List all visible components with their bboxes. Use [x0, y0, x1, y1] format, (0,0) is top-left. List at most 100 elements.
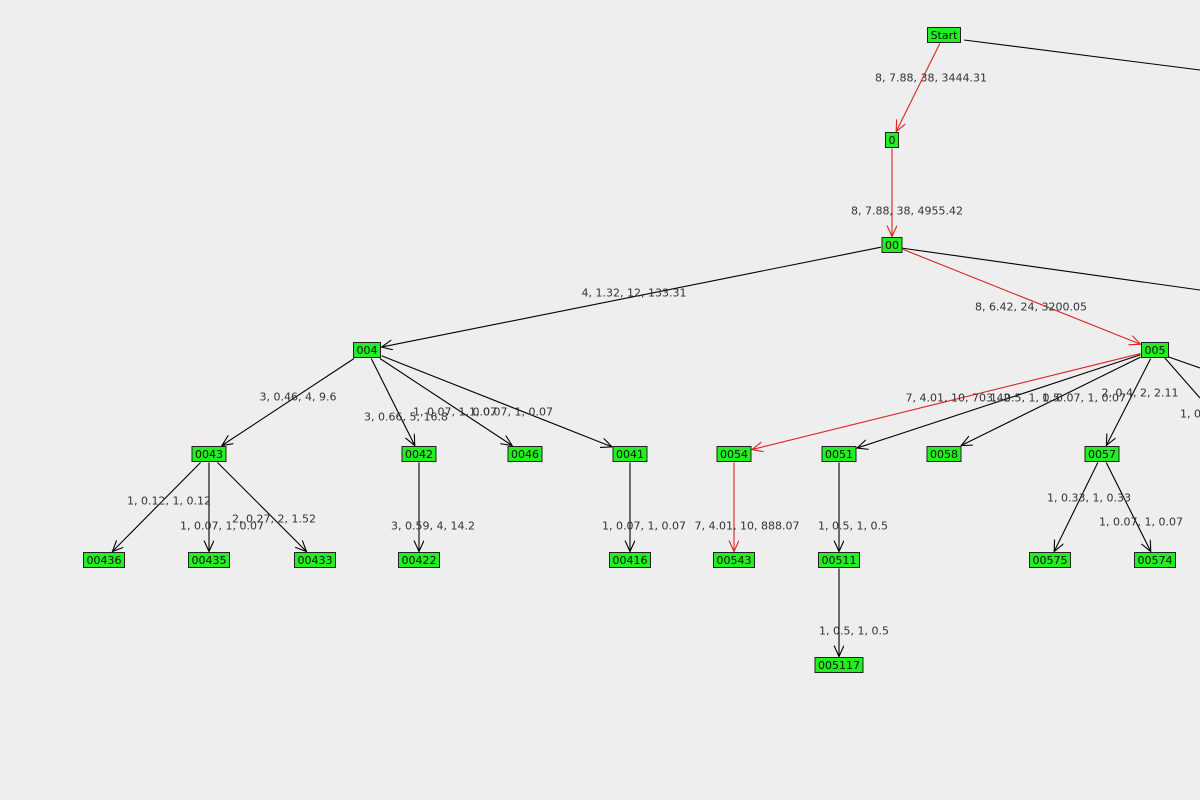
node-label: 005 [1145, 344, 1166, 357]
edge-005-0051 [857, 354, 1141, 448]
node-0051[interactable]: 0051 [821, 446, 857, 462]
node-label: 00436 [87, 554, 122, 567]
node-0058[interactable]: 0058 [926, 446, 962, 462]
node-box [191, 446, 227, 462]
node-start[interactable]: Start [927, 27, 961, 43]
edge-005-0058 [961, 356, 1141, 445]
node-0[interactable]: 0 [885, 132, 899, 148]
edge-005-0057 [1106, 358, 1152, 446]
node-box [818, 552, 860, 568]
edge-label: 1, 0.07, 1, 0.07 [1042, 392, 1126, 405]
node-0043[interactable]: 0043 [191, 446, 227, 462]
node-box [716, 446, 752, 462]
edge-label: 1, 0.07, 1, 0.07 [1099, 516, 1183, 529]
node-label: 00422 [402, 554, 437, 567]
node-00435[interactable]: 00435 [188, 552, 230, 568]
edge-label: 3, 0.66, 5, 16.8 [364, 411, 448, 424]
node-box [926, 446, 962, 462]
node-00433[interactable]: 00433 [294, 552, 336, 568]
node-005[interactable]: 005 [1141, 342, 1169, 358]
edge-label: 1, 0.5, 1, 0.5 [818, 520, 888, 533]
edge-label: 1, 0.07, 1, 0.07 [180, 520, 264, 533]
node-label: 0057 [1088, 448, 1116, 461]
edge-label: 7, 4.01, 10, 703.42 [906, 392, 1011, 405]
edge-label: 7, 4.01, 10, 888.07 [695, 520, 800, 533]
node-label: 00435 [192, 554, 227, 567]
node-00436[interactable]: 00436 [83, 552, 125, 568]
edge-label: 1, 0.07, 1, 0.07 [602, 520, 686, 533]
node-box [1029, 552, 1071, 568]
edge-label: 1, 0.07, 1, 0.07 [469, 406, 553, 419]
edge-00-005 [902, 248, 1141, 344]
edge-00-004 [382, 246, 882, 347]
node-label: 00511 [822, 554, 857, 567]
node-box [401, 446, 437, 462]
edge-label-offscreen: 1, 0 [1180, 408, 1200, 421]
edge-0057-00575 [1054, 462, 1099, 552]
edge-label: 2, 0.4, 2, 2.11 [1102, 387, 1179, 400]
edge-label: 1, 0.5, 1, 0.5 [819, 625, 889, 638]
node-box [814, 657, 864, 673]
edge-005-0054 [752, 353, 1141, 450]
node-label: 005117 [818, 659, 860, 672]
node-box [821, 446, 857, 462]
node-label: 00433 [298, 554, 333, 567]
node-box [294, 552, 336, 568]
node-00511[interactable]: 00511 [818, 552, 860, 568]
edge-0043-00433 [217, 462, 307, 552]
node-0042[interactable]: 0042 [401, 446, 437, 462]
node-00422[interactable]: 00422 [398, 552, 440, 568]
node-label: 0058 [930, 448, 958, 461]
node-00543[interactable]: 00543 [713, 552, 755, 568]
node-box [713, 552, 755, 568]
node-label: 00575 [1033, 554, 1068, 567]
node-box [609, 552, 651, 568]
edge-label: 8, 7.88, 38, 4955.42 [851, 205, 963, 218]
edge-label: 1, 0.33, 1, 0.33 [1047, 492, 1131, 505]
node-label: 00 [885, 239, 899, 252]
node-box [507, 446, 543, 462]
edge-offscreen-start [963, 39, 1200, 71]
edge-label: 2, 0.27, 2, 1.52 [232, 513, 316, 526]
node-0057[interactable]: 0057 [1084, 446, 1120, 462]
edge-labels-layer: 8, 7.88, 38, 3444.31 8, 7.88, 38, 4955.42… [127, 72, 1200, 638]
node-00575[interactable]: 00575 [1029, 552, 1071, 568]
edge-label: 1, 0.07, 1, 0.07 [413, 406, 497, 419]
edge-004-0042 [370, 358, 415, 446]
node-label: 0042 [405, 448, 433, 461]
node-00[interactable]: 00 [881, 237, 903, 253]
node-label: 00416 [613, 554, 648, 567]
node-0046[interactable]: 0046 [507, 446, 543, 462]
edge-label: 8, 7.88, 38, 3444.31 [875, 72, 987, 85]
edge-label: 3, 0.59, 4, 14.2 [391, 520, 475, 533]
edge-004-0046 [379, 358, 512, 446]
node-0041[interactable]: 0041 [612, 446, 648, 462]
node-box [1084, 446, 1120, 462]
node-label: 0041 [616, 448, 644, 461]
edge-start-0 [896, 43, 941, 132]
node-0054[interactable]: 0054 [716, 446, 752, 462]
edge-004-0043 [222, 358, 355, 446]
node-box [885, 132, 899, 148]
node-box [83, 552, 125, 568]
edge-offscreen-005 [1163, 356, 1200, 399]
edge-label: 1, 0.5, 1, 0.5 [990, 392, 1060, 405]
edge-label: 3, 0.46, 4, 9.6 [260, 391, 337, 404]
node-box [612, 446, 648, 462]
node-label: 004 [357, 344, 378, 357]
node-box [353, 342, 381, 358]
edge-0043-00436 [112, 462, 201, 552]
node-label: 0 [889, 134, 896, 147]
node-box [927, 27, 961, 43]
edge-offscreen-00 [900, 247, 1200, 291]
node-00574[interactable]: 00574 [1134, 552, 1176, 568]
node-004[interactable]: 004 [353, 342, 381, 358]
edge-label: 4, 1.32, 12, 133.31 [582, 287, 687, 300]
node-box [398, 552, 440, 568]
node-00416[interactable]: 00416 [609, 552, 651, 568]
node-label: 0046 [511, 448, 539, 461]
node-005117[interactable]: 005117 [814, 657, 864, 673]
edge-004-0041 [381, 355, 613, 447]
